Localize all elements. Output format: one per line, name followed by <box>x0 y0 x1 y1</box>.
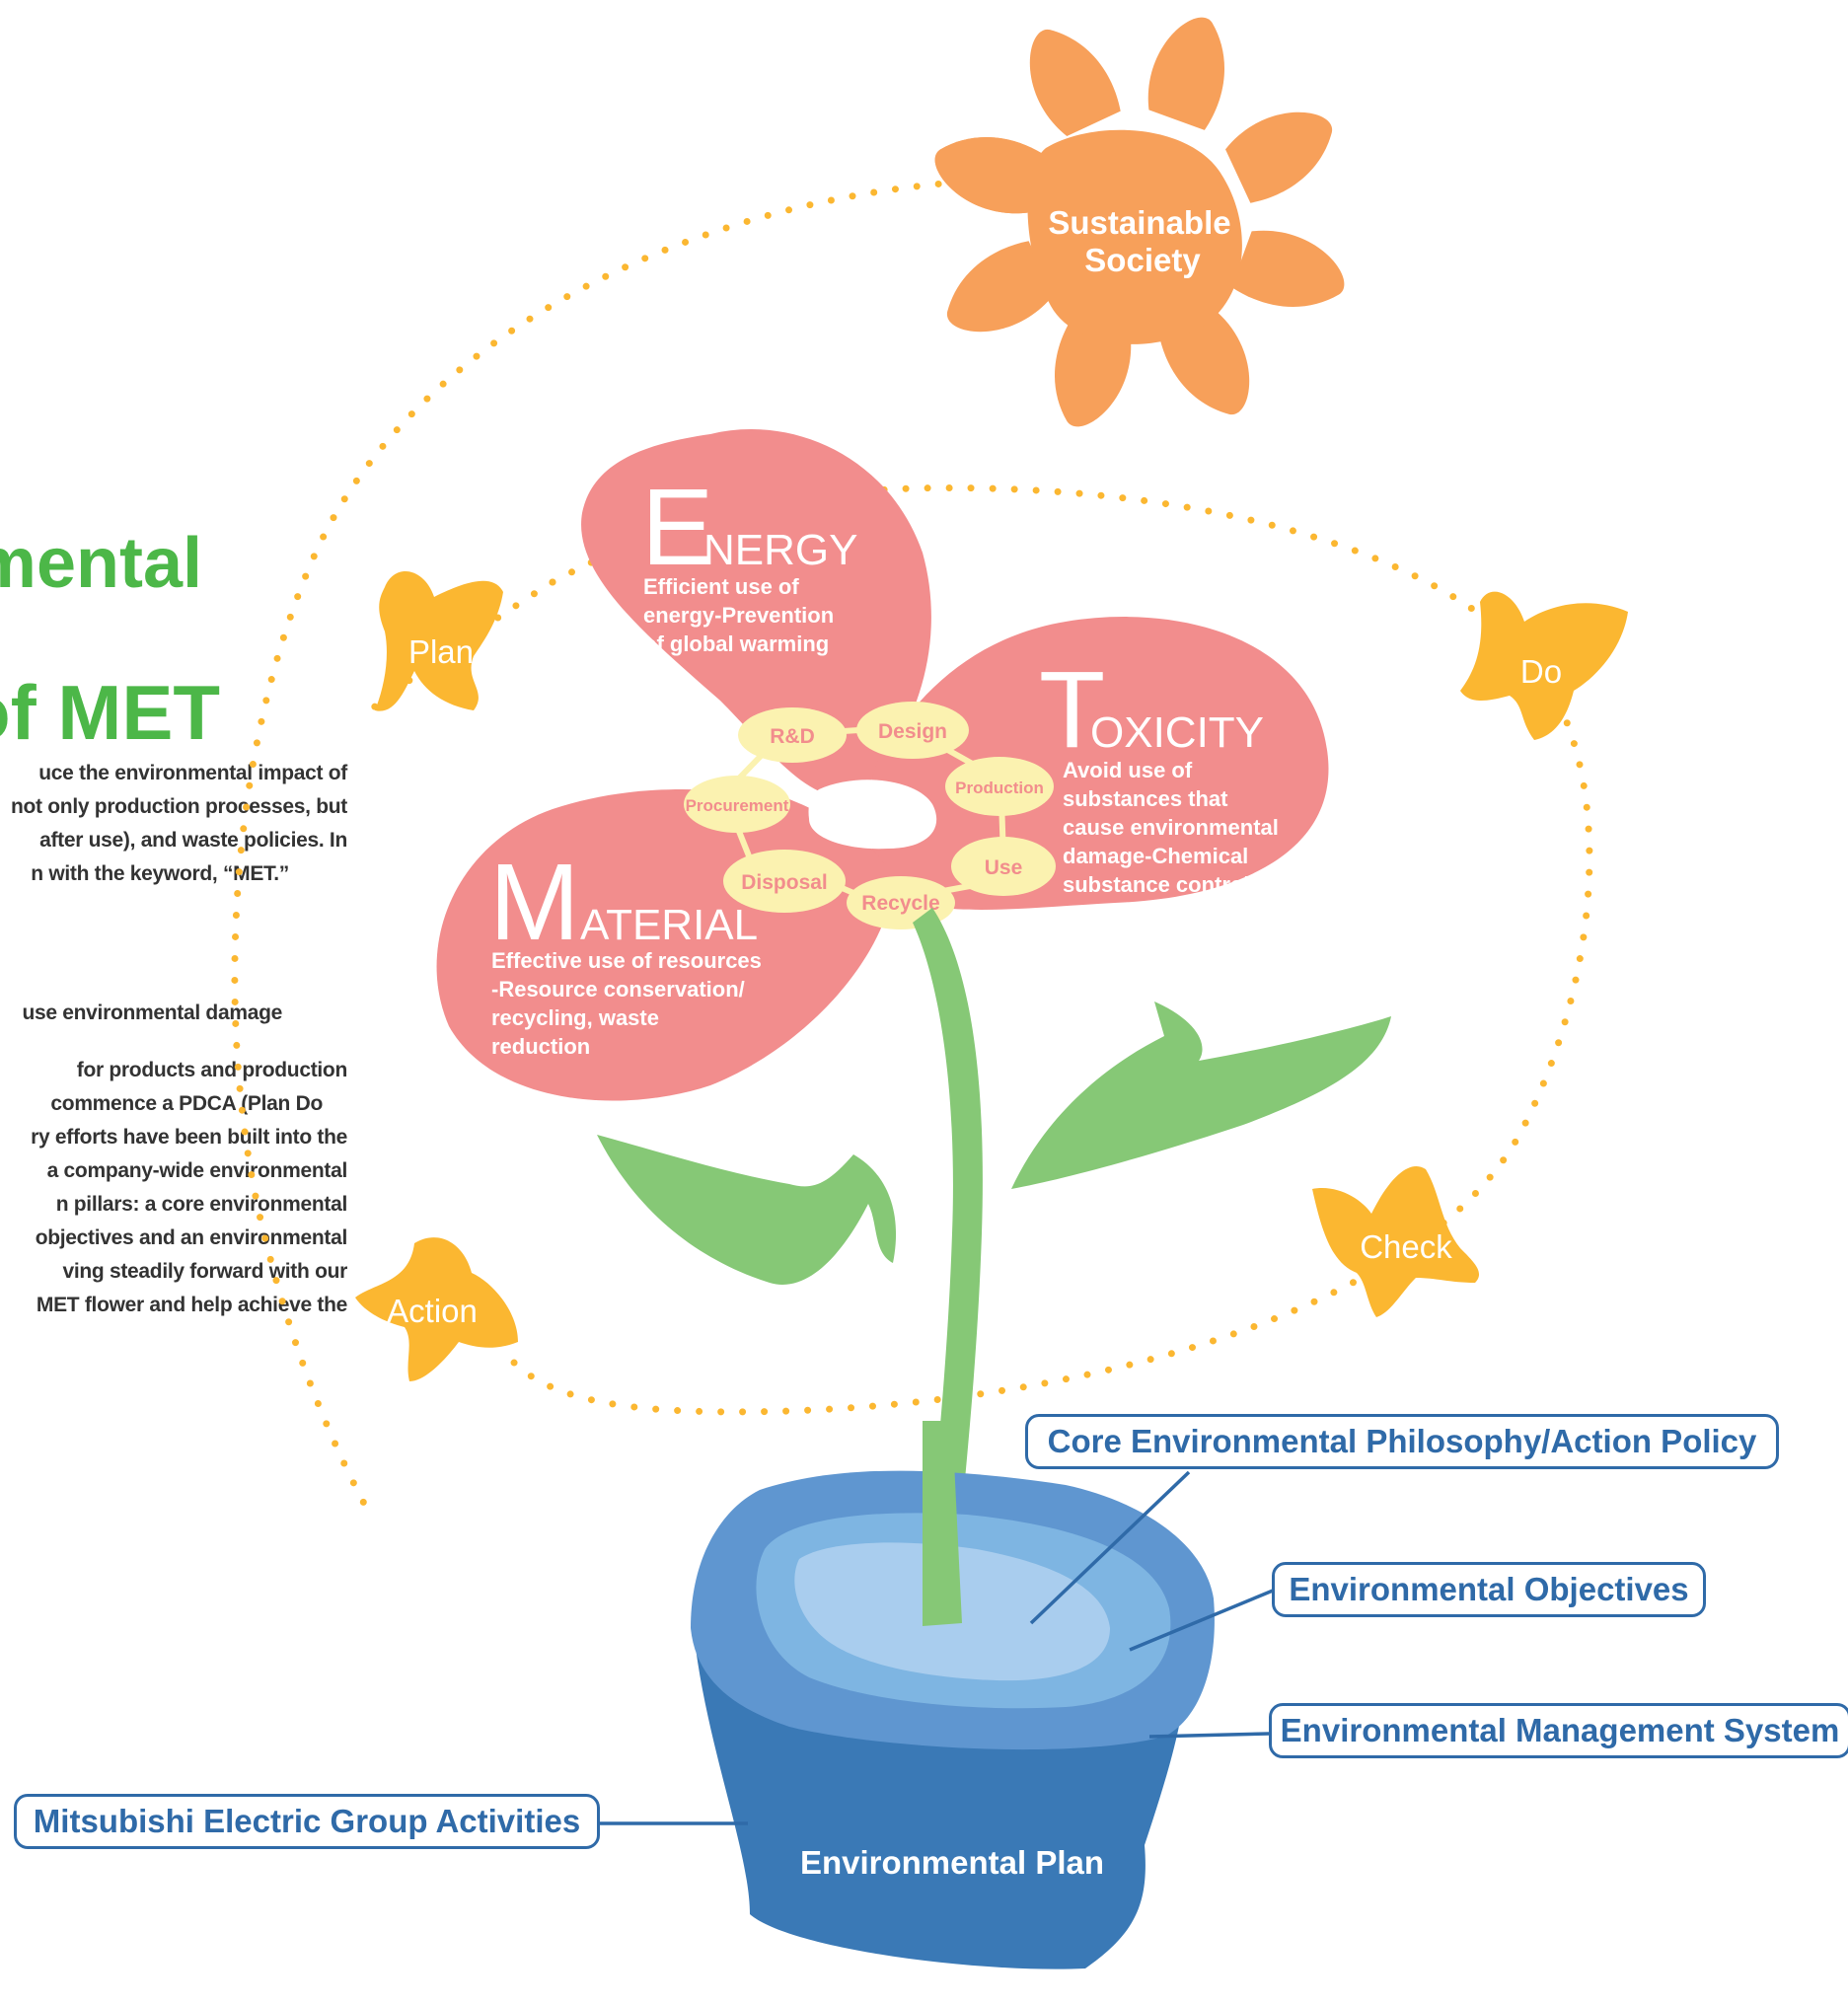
flower-center-hole <box>808 779 937 850</box>
material-desc-line: -Resource conservation/ <box>491 977 745 1002</box>
toxicity-title: OXICITY <box>1090 708 1264 757</box>
lifecycle-node-production <box>945 757 1054 816</box>
lifecycle-node-procurement <box>684 776 790 833</box>
material-desc-line: reduction <box>491 1034 590 1059</box>
sun-core <box>1027 129 1242 344</box>
toxicity-desc-line: cause environmental <box>1063 815 1279 840</box>
toxicity-desc-line: Avoid use of <box>1063 758 1193 782</box>
pdca-dotted-loop <box>509 484 1593 1416</box>
energy-title: NERGY <box>703 526 857 574</box>
energy-desc-line: of global warming <box>643 631 829 656</box>
energy-initial: E <box>641 467 713 588</box>
lifecycle-label-production: Production <box>955 779 1044 797</box>
sun-label-line-2: Society <box>1084 242 1201 278</box>
do-label: Do <box>1520 653 1562 690</box>
check-butterfly <box>1312 1166 1480 1317</box>
lifecycle-label-disposal: Disposal <box>741 871 828 894</box>
callout-line-philosophy <box>1029 1470 1191 1625</box>
paragraph-2-line: for products and production <box>76 1059 348 1081</box>
callout-ems: Environmental Management System <box>1269 1703 1848 1758</box>
paragraph-2-line: MET flower and help achieve the <box>36 1294 347 1316</box>
material-desc-line: Effective use of resources <box>491 948 762 973</box>
sun-label-line-1: Sustainable <box>1048 204 1230 241</box>
lifecycle-node-rd <box>738 707 847 763</box>
left-leaf <box>597 1135 897 1285</box>
material-title: ATERIAL <box>580 901 758 949</box>
lifecycle-label-procurement: Procurement <box>686 796 789 815</box>
callout-line-objectives <box>1129 1589 1274 1652</box>
material-desc-line: recycling, waste <box>491 1005 659 1030</box>
paragraph-2-line: ry efforts have been built into the <box>31 1126 347 1149</box>
right-leaf <box>1011 1002 1391 1189</box>
action-butterfly <box>355 1237 518 1381</box>
lifecycle-node-disposal <box>723 850 846 913</box>
energy-desc-line: energy-Prevention <box>643 603 834 628</box>
paragraph-line: use environmental damage <box>22 1002 282 1024</box>
section-heading-2: t of MET <box>0 669 220 756</box>
lifecycle-label-design: Design <box>878 720 947 743</box>
paragraph-2-line: commence a PDCA (Plan Do <box>50 1092 323 1115</box>
section-heading-1: nmental <box>0 524 202 603</box>
plan-butterfly <box>375 570 503 711</box>
check-label: Check <box>1360 1228 1452 1265</box>
paragraph-1-line: uce the environmental impact of <box>38 762 347 784</box>
lifecycle-label-rd: R&D <box>770 725 815 748</box>
lifecycle-label-recycle: Recycle <box>861 892 939 915</box>
paragraph-1-line: not only production processes, but <box>11 795 347 818</box>
plan-label: Plan <box>408 633 474 670</box>
pot-label: Environmental Plan <box>800 1844 1104 1881</box>
paragraph-2-line: a company-wide environmental <box>46 1159 348 1182</box>
lifecycle-node-design <box>856 702 969 759</box>
toxicity-desc-line: substances that <box>1063 786 1228 811</box>
toxicity-initial: T <box>1039 649 1105 771</box>
paragraph-2-line: objectives and an environmental <box>35 1226 348 1249</box>
material-initial: M <box>489 842 580 963</box>
do-butterfly <box>1460 591 1628 740</box>
paragraph-2-line: ving steadily forward with our <box>62 1260 347 1283</box>
callout-philosophy: Core Environmental Philosophy/Action Pol… <box>1025 1414 1779 1469</box>
paragraph-2-line: n pillars: a core environmental <box>55 1193 348 1216</box>
outer-dotted-orbit <box>231 177 986 1519</box>
paragraph-1-line: after use), and waste policies. In <box>39 829 347 852</box>
callout-group-activities: Mitsubishi Electric Group Activities <box>14 1794 600 1849</box>
sun-ray <box>934 17 1345 427</box>
lifecycle-labels: R&D Design Production Use Recycle Dispos… <box>686 720 1044 915</box>
toxicity-desc-line: damage-Chemical <box>1063 844 1248 868</box>
lifecycle-nodes <box>684 702 1056 929</box>
action-label: Action <box>387 1293 478 1329</box>
toxicity-petal <box>867 617 1329 910</box>
callout-line-ems <box>1148 1732 1270 1739</box>
callout-lines <box>597 1470 1274 1825</box>
flower-stem <box>913 908 983 1623</box>
butterflies <box>355 570 1628 1381</box>
stem-in-pot <box>923 1421 962 1626</box>
toxicity-desc-line: substance control <box>1063 872 1249 897</box>
energy-petal <box>581 429 931 797</box>
paragraph-1-line: n with the keyword, “MET.” <box>31 862 289 885</box>
lifecycle-node-use <box>951 837 1056 896</box>
energy-desc-line: Efficient use of <box>643 574 799 599</box>
lifecycle-label-use: Use <box>985 856 1023 879</box>
sun <box>934 17 1345 427</box>
callout-objectives: Environmental Objectives <box>1272 1562 1706 1617</box>
